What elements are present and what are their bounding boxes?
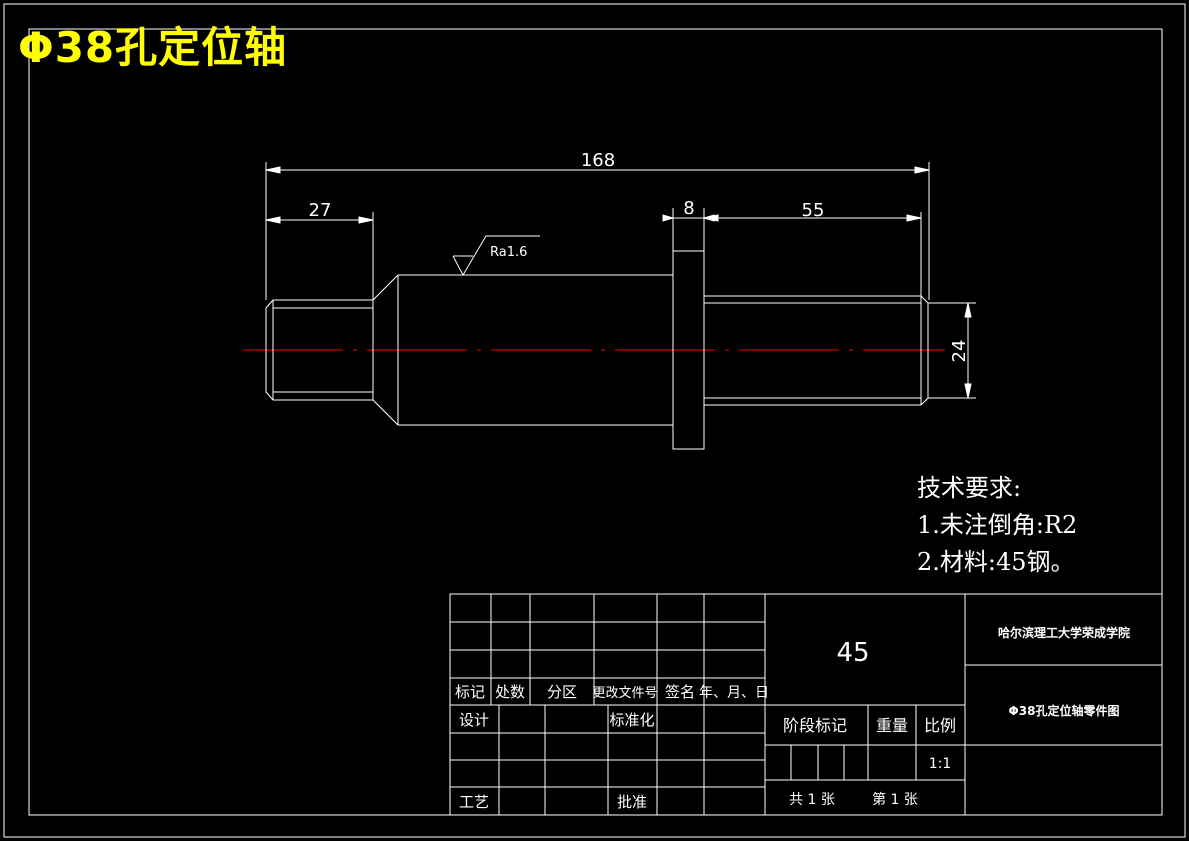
right-chamfer — [920, 295, 929, 406]
scale-label: 比例 — [924, 716, 956, 735]
left-chamfer — [265, 299, 274, 401]
weight-label: 重量 — [876, 716, 908, 735]
drawing-title: Φ38孔定位轴 — [18, 23, 288, 72]
dimension-texts: 168 27 8 55 24 Ra1.6 — [309, 150, 970, 362]
dim-flange-width: 8 — [683, 198, 694, 219]
dim-right-diameter: 24 — [949, 340, 970, 363]
institution-name: 哈尔滨理工大学荣成学院 — [998, 625, 1130, 640]
roughness-label: Ra1.6 — [490, 245, 527, 260]
flange — [672, 250, 705, 450]
standardization-label: 标准化 — [609, 711, 654, 729]
drawing-name: Φ38孔定位轴零件图 — [1009, 703, 1120, 718]
process-label: 工艺 — [459, 793, 489, 811]
shaft-outline — [265, 250, 929, 450]
dim-overall-length: 168 — [581, 150, 615, 171]
technical-requirements-heading: 技术要求: — [917, 474, 1022, 502]
requirement-item: 2.材料:45钢。 — [917, 548, 1075, 576]
title-block-texts: 标记 处数 分区 更改文件号 签名 年、月、日 设计 标准化 工艺 批准 45 … — [455, 625, 1130, 811]
dim-left-section: 27 — [309, 200, 332, 221]
dimension-lines — [265, 162, 976, 399]
technical-requirements: 技术要求: 1.未注倒角:R2 2.材料:45钢。 — [917, 470, 1077, 581]
header-mark: 标记 — [455, 683, 485, 701]
stage-mark-label: 阶段标记 — [783, 716, 847, 735]
roughness-symbol — [452, 235, 540, 277]
header-signature: 签名 — [665, 683, 695, 701]
requirement-item: 1.未注倒角:R2 — [917, 511, 1078, 539]
material-value: 45 — [836, 638, 869, 668]
header-count: 处数 — [495, 683, 525, 701]
outer-border — [3, 3, 1186, 838]
sheet-count: 共 1 张 — [789, 792, 835, 808]
header-zone: 分区 — [547, 683, 577, 701]
dim-right-section: 55 — [802, 200, 825, 221]
header-change-doc: 更改文件号 — [592, 686, 657, 701]
sheet-number: 第 1 张 — [872, 791, 918, 808]
title-block-grid — [449, 593, 1163, 816]
approval-label: 批准 — [617, 793, 647, 811]
scale-value: 1:1 — [929, 756, 952, 772]
design-label: 设计 — [459, 711, 489, 729]
header-date: 年、月、日 — [699, 685, 769, 701]
